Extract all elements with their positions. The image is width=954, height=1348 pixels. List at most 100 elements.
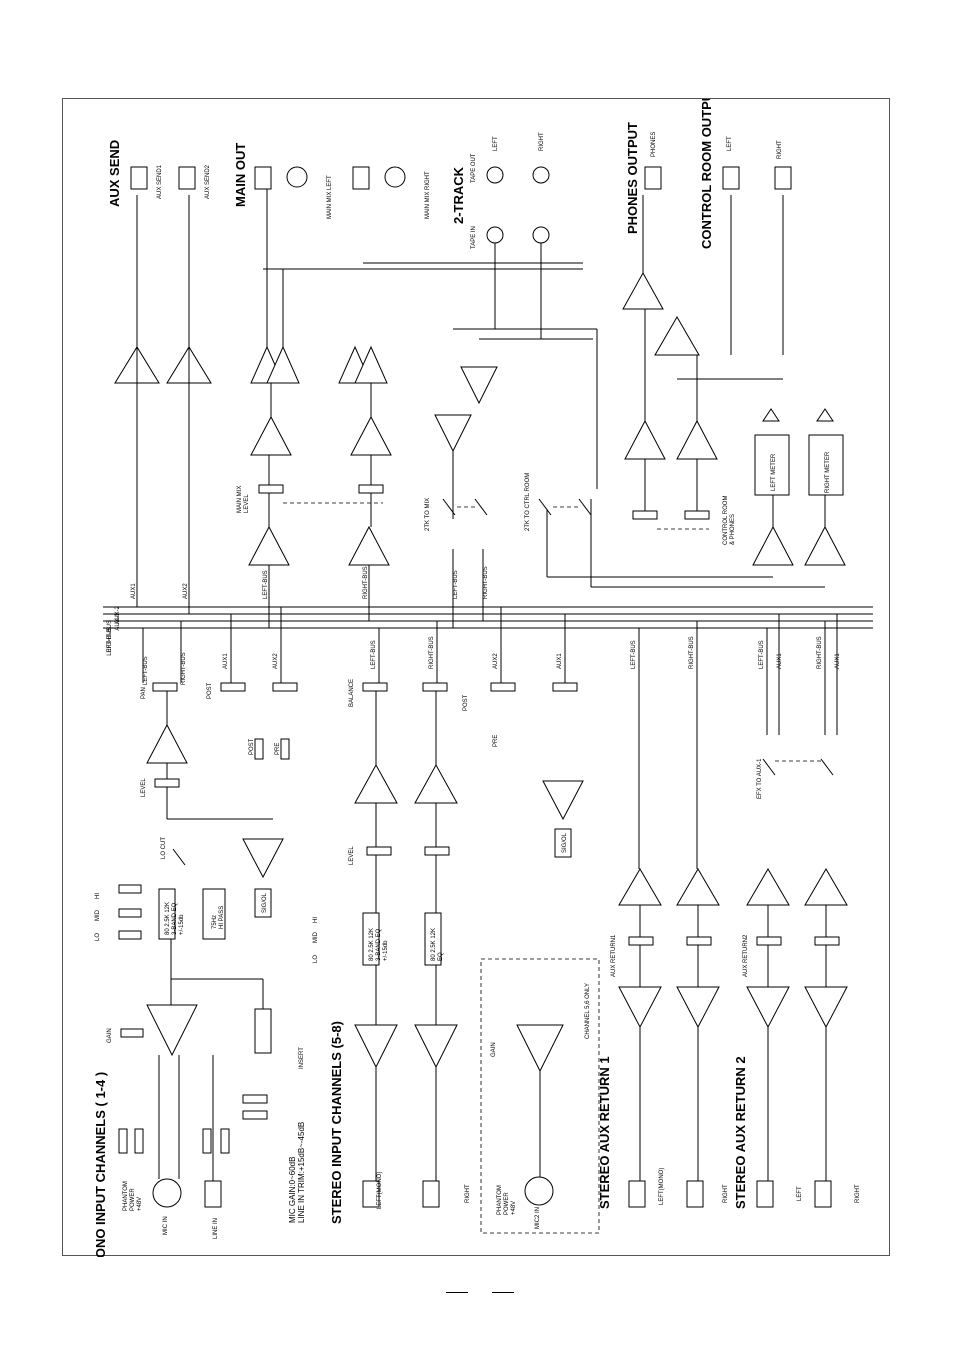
stereo-right-label: RIGHT — [465, 1184, 471, 1203]
stereo-level-fader-right[interactable] — [424, 846, 450, 856]
stereo-aux2-pot[interactable] — [490, 682, 516, 692]
ch56-only-label: CHANNEL 5,6 ONLY — [585, 983, 591, 1039]
phones-level-pot[interactable] — [632, 510, 658, 520]
mono-pan-amp — [146, 723, 188, 764]
aux-send1-jack — [130, 166, 148, 190]
mono-gain-knob[interactable] — [120, 1028, 144, 1038]
mono-sig-ol-led — [254, 888, 272, 918]
phones-label: PHONES — [651, 132, 657, 157]
aux-return2-label: AUX RETURN2 — [743, 934, 749, 977]
title-stereo-aux-return-1: STEREO AUX RETURN 1 — [597, 1056, 612, 1209]
tape-out-right-amp — [460, 366, 498, 405]
stereo-2band-eq — [424, 912, 442, 966]
eq-hi-knob[interactable] — [118, 884, 142, 894]
ctrl-room-level-pot[interactable] — [684, 510, 710, 520]
mono-eq-label: 80 2.5K 12K3-BAND EQ+/-15db — [165, 902, 185, 935]
rca-left-label: LEFT — [493, 136, 499, 151]
tap-leftbus-2tk-label: LEFT-BUS — [453, 570, 459, 599]
stereo-right-input-amp — [414, 1024, 458, 1069]
title-control-room-output: CONTROL ROOM OUTPUT — [699, 99, 714, 249]
stereo-post-label: POST — [463, 694, 469, 711]
aux-return1-pot-right[interactable] — [686, 936, 712, 946]
stereo-sig-ol-label: SIG/OL — [562, 832, 568, 853]
ctrl-left-label: LEFT — [727, 136, 733, 151]
tape-out-left-amp — [434, 414, 472, 453]
ret2-left-amp — [746, 868, 790, 906]
ret2-aux1-label-b: AUX1 — [835, 653, 841, 669]
stereo-left-mono-jack — [362, 1180, 380, 1208]
post-switch[interactable] — [254, 738, 264, 760]
stereo-right-jack — [422, 1180, 440, 1208]
ret2-leftbus-label: LEFT-BUS — [759, 640, 765, 669]
title-aux-send: AUX SEND — [107, 140, 122, 207]
main-mix-level-right-pot[interactable] — [358, 484, 384, 494]
main-mix-level-pots: MAIN MIXLEVEL — [237, 484, 384, 513]
main-right-level-amp — [350, 415, 392, 456]
aux1-send-pot[interactable] — [220, 682, 246, 692]
ret1-right-label: RIGHT — [723, 1184, 729, 1203]
tape-in-right-rca-icon — [532, 226, 550, 244]
trim-resistor-b — [242, 1110, 268, 1120]
right-meter-label: RIGHT METER — [825, 451, 831, 493]
ret2-aux1-label-a: AUX1 — [777, 653, 783, 669]
stereo-lo-label: LO — [313, 955, 319, 963]
stereo-eq2-label: 80 2.5K 12KEQ — [431, 928, 444, 961]
left-meter — [754, 434, 790, 496]
title-main-out: MAIN OUT — [233, 143, 248, 207]
balance-pot-right[interactable] — [422, 682, 448, 692]
ret2-left-input-amp — [746, 986, 790, 1029]
line-in-jack — [204, 1180, 222, 1208]
stereo-level-fader-left[interactable] — [366, 846, 392, 856]
phantom-resistor-a — [118, 1128, 128, 1154]
phones-amp — [622, 271, 664, 310]
pan-pot[interactable] — [152, 682, 178, 692]
stereo-eq3-label: 80 2.5K 12K3-BAND EQ+/-15db — [369, 928, 389, 961]
aux-returns: LEFT-BUS RIGHT-BUS LEFT-BUS RIGHT-BUS AU… — [611, 614, 861, 1208]
bus-label-right: RIGHT-BUS — [107, 620, 113, 653]
stereo-sigol-amp — [542, 780, 584, 821]
bus-label-aux2: AUX-2 — [115, 605, 121, 623]
ret2-left-label: LEFT — [797, 1186, 803, 1201]
hi-pass-filter — [202, 888, 226, 940]
rca-right-label: RIGHT — [539, 132, 545, 151]
aux-send2-label: AUX SEND2 — [205, 164, 211, 199]
stereo-aux1-pot[interactable] — [552, 682, 578, 692]
phantom-label: PHANTOMPOWER+48V — [123, 1181, 143, 1211]
eq-lo-knob[interactable] — [118, 930, 142, 940]
pan-label: PAN — [141, 687, 147, 699]
eq-mid-knob[interactable] — [118, 908, 142, 918]
ret1-right-jack — [686, 1180, 704, 1208]
ctrl-room-right-jack — [774, 166, 792, 190]
mono-rightbus-label: RIGHT-BUS — [181, 652, 187, 685]
tape-out-label: TAPE OUT — [471, 153, 477, 183]
tape-out-right-rca-icon — [532, 166, 550, 184]
pre-switch[interactable] — [280, 738, 290, 760]
main-left-amp-b — [266, 345, 300, 384]
stereo-mid-label: MID — [313, 931, 319, 943]
mono-leftbus-label: LEFT-BUS — [143, 656, 149, 685]
aux-return2-pot-left[interactable] — [756, 936, 782, 946]
main-mix-level-left-pot[interactable] — [258, 484, 284, 494]
mono-level-fader[interactable] — [154, 778, 180, 788]
aux-return1-pot-left[interactable] — [628, 936, 654, 946]
lo-cut-label: LO CUT — [161, 837, 167, 859]
aux2-send-pot[interactable] — [272, 682, 298, 692]
aux-send2-jack — [178, 166, 196, 190]
ctrl-level-amp — [676, 419, 718, 460]
mono-gain-amp — [146, 1004, 198, 1057]
mono-gain-label: GAIN — [107, 1028, 113, 1043]
balance-pot-left[interactable] — [362, 682, 388, 692]
mic-in-label: MIC IN — [163, 1216, 169, 1235]
aux-return2-pot-right[interactable] — [814, 936, 840, 946]
tap-rightbus-label: RIGHT-BUS — [363, 566, 369, 599]
bus-label-aux1: AUX-1 — [115, 612, 121, 630]
insert-jack — [254, 1008, 272, 1054]
page-mark-left — [446, 1292, 468, 1293]
main-mix-level-label: MAIN MIXLEVEL — [237, 486, 250, 513]
main-mix-left-label: MAIN MIX LEFT — [327, 175, 333, 219]
mono-input-channel: LEFT-BUS RIGHT-BUS AUX1 AUX2 PAN POST LE… — [95, 607, 306, 1239]
stereo-rightbus-label: RIGHT-BUS — [429, 636, 435, 669]
phones-jack — [644, 166, 662, 190]
right-meter-amp — [804, 525, 846, 566]
mono-3band-eq — [158, 888, 176, 940]
